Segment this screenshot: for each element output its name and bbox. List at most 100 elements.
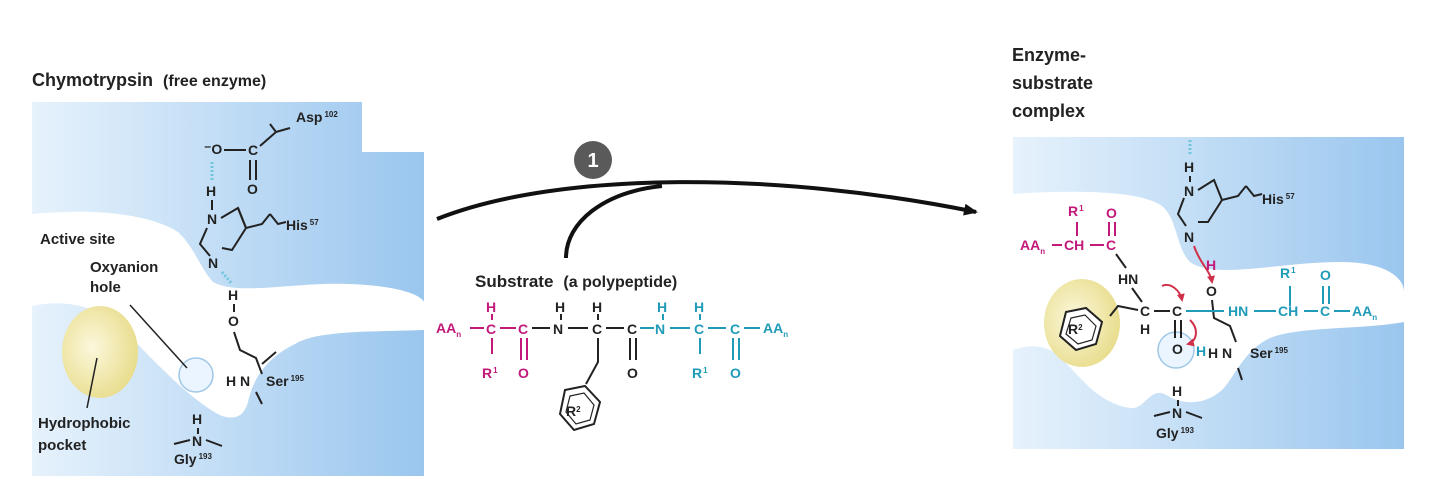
svg-text:H: H <box>206 183 216 199</box>
complex-substrate-right-residue: HN CH R1 C O AAn <box>1186 265 1377 322</box>
reaction-arrow-main <box>436 180 978 221</box>
svg-text:H: H <box>486 299 496 315</box>
svg-text:R1: R1 <box>692 365 708 381</box>
svg-text:N: N <box>1184 229 1194 245</box>
svg-text:R2: R2 <box>1068 321 1083 337</box>
svg-text:C: C <box>1320 303 1330 319</box>
svg-text:⁻O: ⁻O <box>204 141 222 157</box>
svg-text:H: H <box>1140 321 1150 337</box>
complex-active-site-cleft <box>1013 191 1404 409</box>
svg-text:HN: HN <box>1228 303 1248 319</box>
free-enzyme-title: Chymotrypsin(free enzyme) <box>32 70 266 90</box>
svg-text:H: H <box>1206 257 1216 273</box>
svg-text:N: N <box>553 321 563 337</box>
svg-text:O: O <box>1206 283 1217 299</box>
complex-substrate-left-residue: R1 AAn CH C O <box>1020 203 1127 269</box>
svg-text:C: C <box>518 321 528 337</box>
step-badge <box>574 141 612 179</box>
svg-text:O: O <box>247 181 258 197</box>
oxyanion-hole <box>178 357 214 393</box>
benzene-ring-r2: R2 <box>558 384 602 432</box>
svg-text:CH: CH <box>1064 237 1084 253</box>
svg-text:CH: CH <box>1278 303 1298 319</box>
svg-text:N: N <box>207 211 217 227</box>
svg-text:O: O <box>627 365 638 381</box>
svg-text:N: N <box>1172 405 1182 421</box>
step-number: 1 <box>587 150 598 172</box>
substrate-entry-curve <box>564 184 663 259</box>
svg-text:C: C <box>730 321 740 337</box>
svg-text:N: N <box>208 255 218 271</box>
svg-text:AAn: AAn <box>1352 303 1377 322</box>
svg-text:H: H <box>1172 383 1182 399</box>
svg-text:N: N <box>655 321 665 337</box>
reaction-arrow: 1 <box>436 141 978 259</box>
svg-text:C: C <box>1140 303 1150 319</box>
svg-text:H: H <box>1196 343 1206 359</box>
svg-text:C: C <box>1106 237 1116 253</box>
active-site-cleft <box>32 211 426 418</box>
complex-title-line2: substrate <box>1012 73 1093 93</box>
svg-text:AAn: AAn <box>436 320 461 339</box>
hydrophobic-pocket <box>62 306 138 398</box>
svg-text:N: N <box>192 433 202 449</box>
complex-title-line3: complex <box>1012 101 1085 121</box>
svg-text:C: C <box>248 142 258 158</box>
substrate-polypeptide: Substrate(a polypeptide) AAn H C R1 C O … <box>436 272 788 432</box>
svg-text:AAn: AAn <box>763 320 788 339</box>
svg-text:C: C <box>486 321 496 337</box>
svg-text:H: H <box>192 411 202 427</box>
svg-text:R1: R1 <box>482 365 498 381</box>
svg-text:N: N <box>1184 183 1194 199</box>
hydrophobic-label-line1: Hydrophobic <box>38 415 131 432</box>
svg-text:O: O <box>1320 267 1331 283</box>
svg-text:HN: HN <box>1118 271 1138 287</box>
oxyanion-pointer <box>129 304 188 369</box>
svg-text:H: H <box>592 299 602 315</box>
svg-text:H: H <box>228 287 238 303</box>
svg-text:H N: H N <box>1208 345 1232 361</box>
svg-text:R2: R2 <box>566 403 581 419</box>
svg-text:C: C <box>694 321 704 337</box>
svg-text:H: H <box>1184 159 1194 175</box>
svg-text:H: H <box>657 299 667 315</box>
complex-substrate-central-residue: HN C H C O R2 <box>1058 271 1197 357</box>
active-site-label: Active site <box>40 231 115 248</box>
svg-text:H: H <box>555 299 565 315</box>
svg-text:AAn: AAn <box>1020 237 1045 256</box>
pocket-pointer <box>86 357 98 409</box>
complex-title-line1: Enzyme- <box>1012 45 1086 65</box>
svg-text:O: O <box>730 365 741 381</box>
hydrophobic-label-line2: pocket <box>38 437 86 454</box>
svg-text:R1: R1 <box>1068 203 1084 219</box>
svg-text:C: C <box>627 321 637 337</box>
svg-text:O: O <box>518 365 529 381</box>
oxyanion-label-line1: Oxyanion <box>90 259 158 276</box>
svg-text:H N: H N <box>226 373 250 389</box>
svg-text:C: C <box>592 321 602 337</box>
svg-text:O: O <box>1106 205 1117 221</box>
substrate-title: Substrate(a polypeptide) <box>475 272 677 291</box>
free-enzyme-panel: Chymotrypsin(free enzyme) Active site Ox… <box>32 70 426 476</box>
svg-text:O: O <box>1172 341 1183 357</box>
oxyanion-label-line2: hole <box>90 279 121 296</box>
svg-text:C: C <box>1172 303 1182 319</box>
svg-text:H: H <box>694 299 704 315</box>
svg-text:R1: R1 <box>1280 265 1296 281</box>
